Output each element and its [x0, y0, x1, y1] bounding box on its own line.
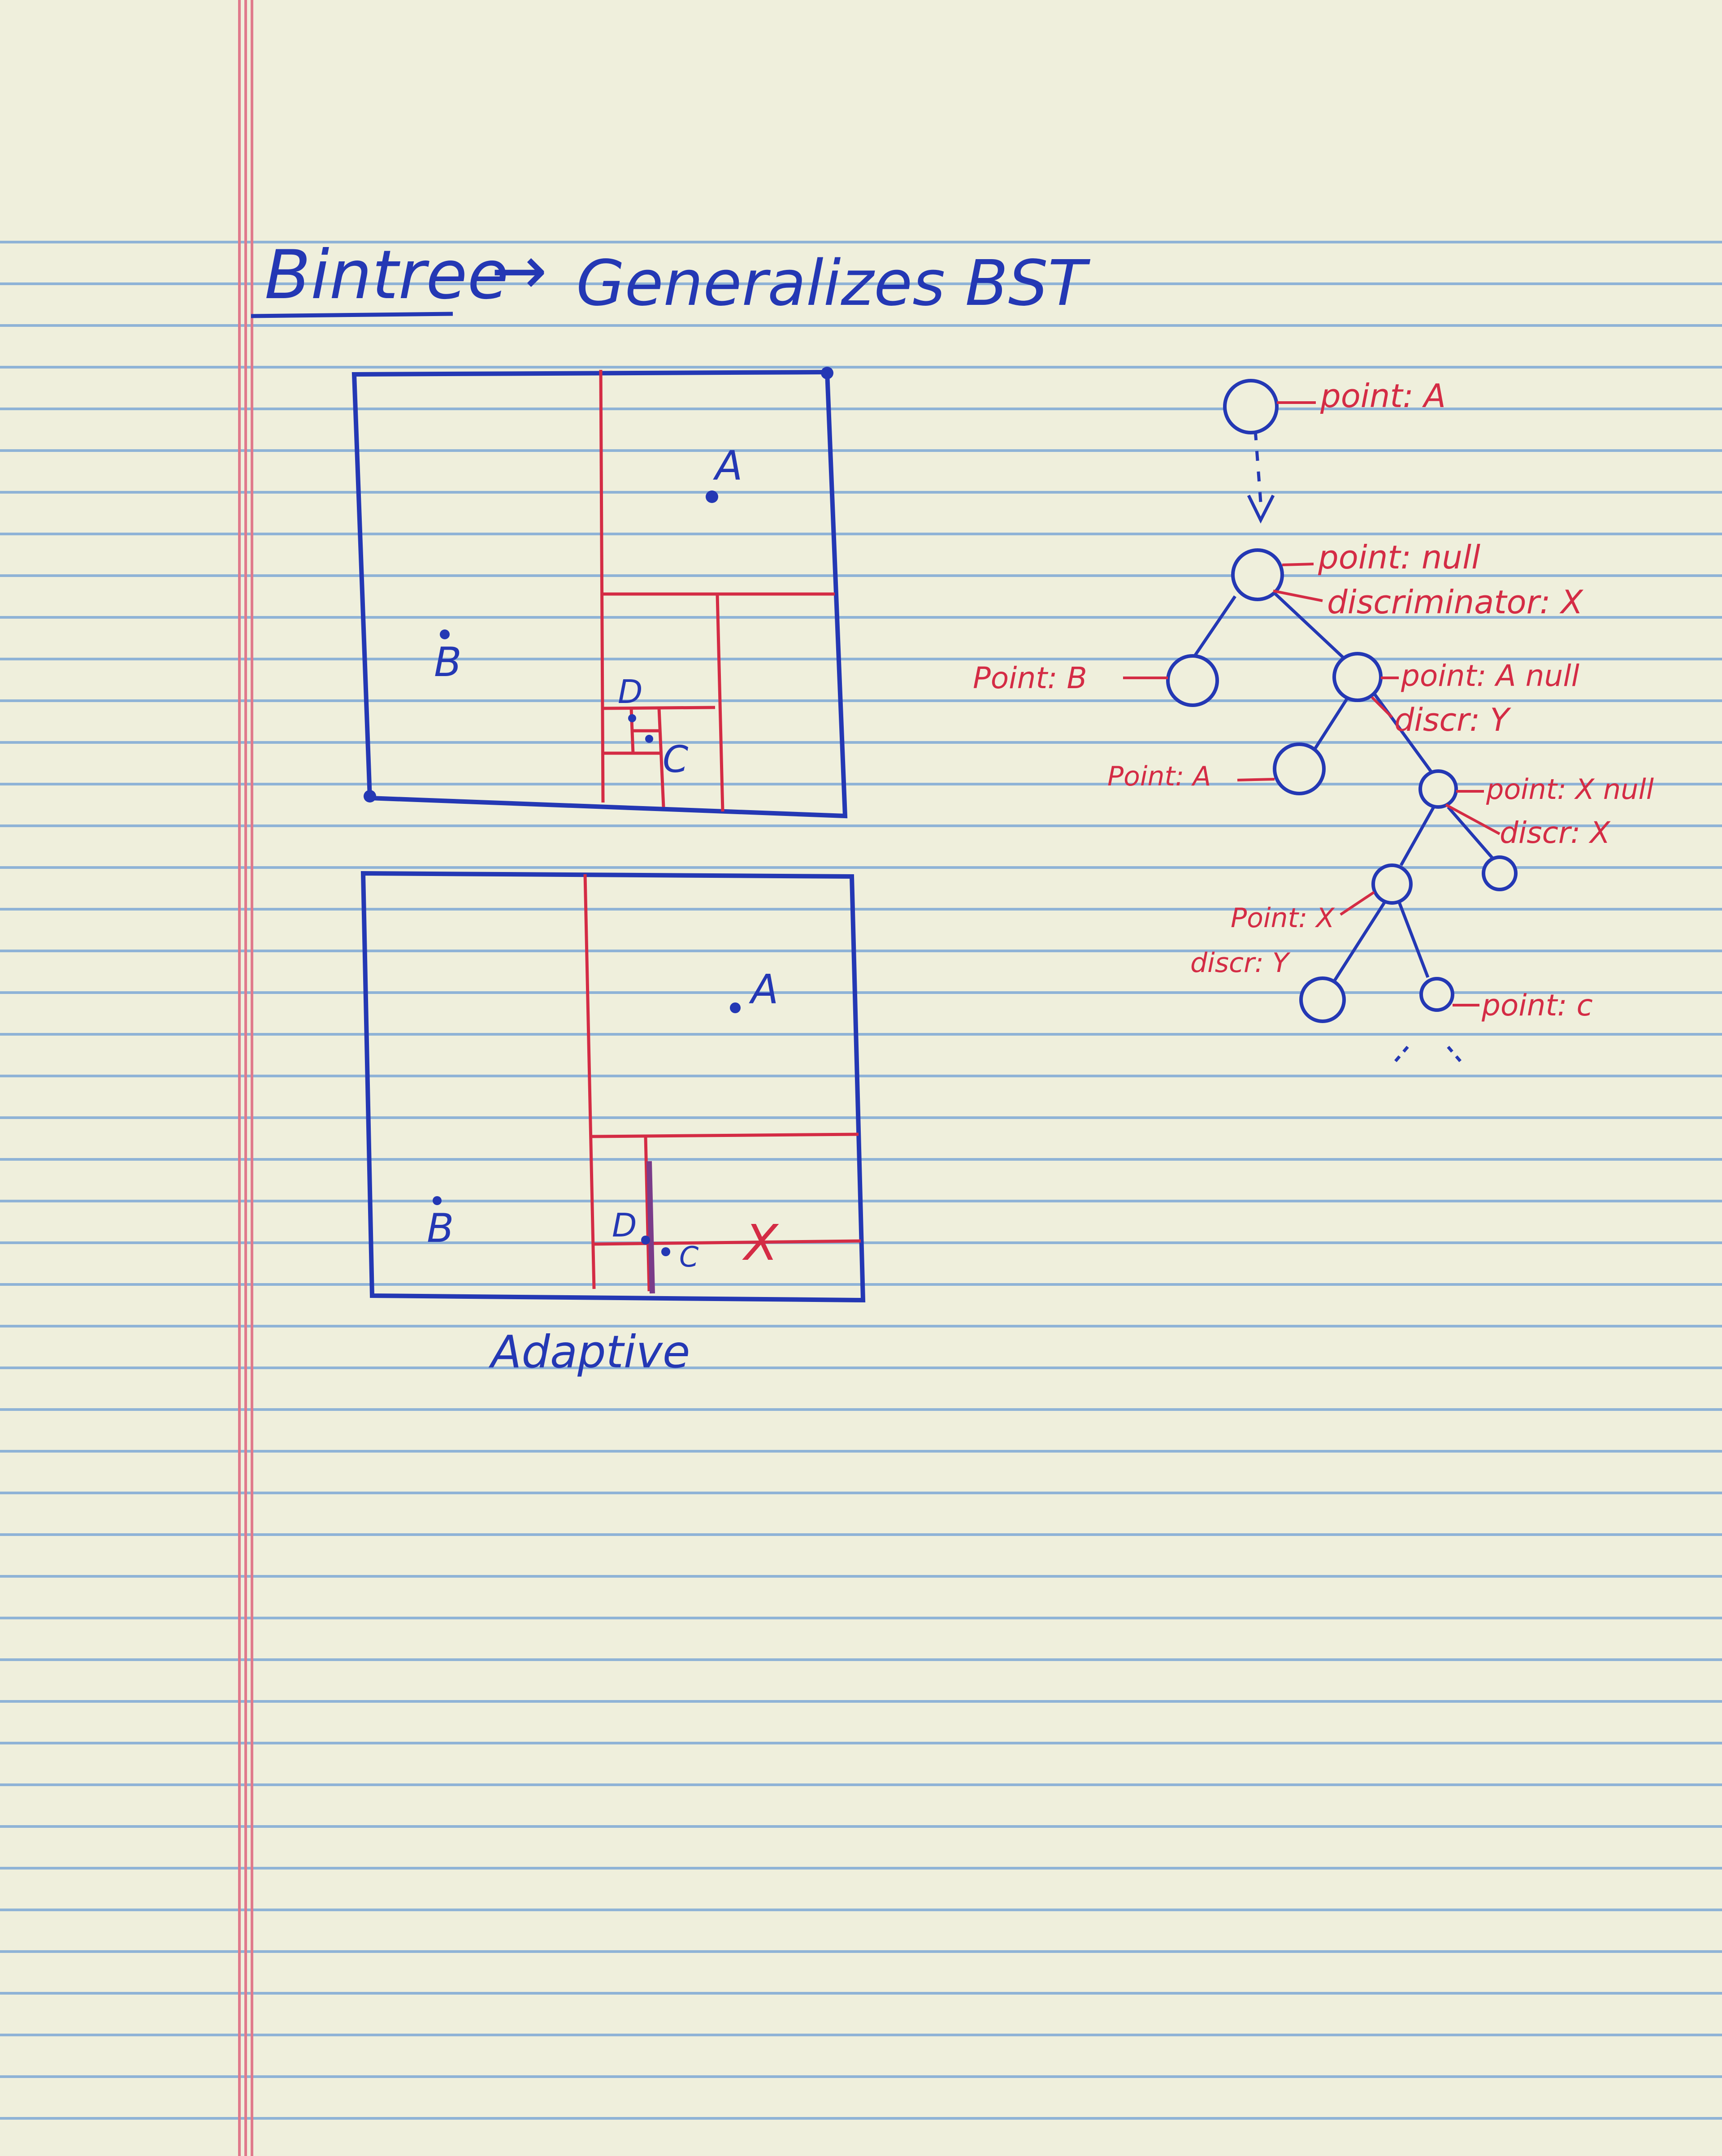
svg-text:B: B — [434, 639, 462, 686]
corner-dot — [364, 790, 376, 803]
point-b: B — [427, 1196, 454, 1251]
split-line-dark — [646, 1161, 655, 1294]
svg-text:B: B — [427, 1205, 454, 1251]
svg-text:D: D — [612, 1206, 637, 1244]
node2-point-label: point: A null — [1401, 659, 1580, 693]
node3-point-label: point: X null — [1486, 773, 1654, 806]
bintree-diagram: A B D C — [351, 367, 848, 819]
partition-lines — [599, 369, 835, 812]
bintree-structure: point: A point: null discriminator: X Po… — [973, 377, 1654, 1064]
node4-discr-label: discr: Y — [1190, 947, 1291, 979]
tree-node-left-a — [1273, 742, 1326, 795]
tree-pointer-arrows — [1123, 401, 1501, 1006]
node1-point-label: point: null — [1318, 538, 1480, 576]
svg-text:D: D — [618, 673, 642, 711]
tree-node-4 — [1371, 863, 1413, 905]
tree-node-3 — [1418, 769, 1458, 809]
point-b: B — [434, 629, 462, 686]
point-c: C — [645, 735, 688, 781]
heading-arrow: → — [491, 232, 547, 310]
node1-discriminator-label: discriminator: X — [1327, 583, 1583, 621]
partition-lines — [583, 874, 861, 1292]
point-a: A — [706, 442, 743, 503]
tree-node-1 — [1231, 548, 1284, 601]
point-d: D — [612, 1206, 650, 1245]
outer-square — [360, 871, 866, 1303]
svg-text:C: C — [679, 1241, 699, 1273]
margin-lines — [238, 0, 253, 2156]
root-point-label: point: A — [1320, 377, 1446, 415]
heading: Bintree → Generalizes BST — [251, 232, 1091, 320]
svg-text:C: C — [663, 738, 688, 781]
tree-node-left-leaf — [1299, 976, 1346, 1023]
point-d: D — [618, 673, 642, 722]
node3-discr-label: discr: X — [1500, 816, 1611, 850]
tree-node-right-leaf — [1482, 855, 1518, 891]
adaptive-caption: Adaptive — [488, 1326, 690, 1378]
point-a: A — [730, 966, 779, 1013]
point-c: C — [661, 1241, 699, 1273]
outer-square — [351, 369, 848, 819]
left-a-label: Point: A — [1107, 761, 1211, 792]
adaptive-diagram: A B D C X Adaptive — [360, 871, 866, 1378]
node2-discr-label: discr: Y — [1394, 702, 1511, 738]
heading-subtitle: Generalizes BST — [576, 247, 1091, 320]
svg-text:A: A — [713, 442, 743, 490]
node4-point-label: Point: X — [1231, 902, 1335, 934]
heading-title: Bintree — [265, 236, 509, 314]
tree-edges — [1191, 430, 1494, 1064]
corner-dot — [821, 367, 833, 379]
tree-node-2 — [1332, 652, 1383, 702]
tree-node-root — [1223, 379, 1279, 434]
svg-text:A: A — [749, 966, 779, 1013]
heading-underline — [251, 312, 453, 318]
tree-node-c — [1419, 977, 1454, 1012]
cross-mark: X — [742, 1214, 779, 1271]
leaf-c-label: point: c — [1481, 988, 1593, 1023]
tree-node-left-b — [1166, 654, 1219, 707]
left-b-label: Point: B — [973, 661, 1087, 695]
